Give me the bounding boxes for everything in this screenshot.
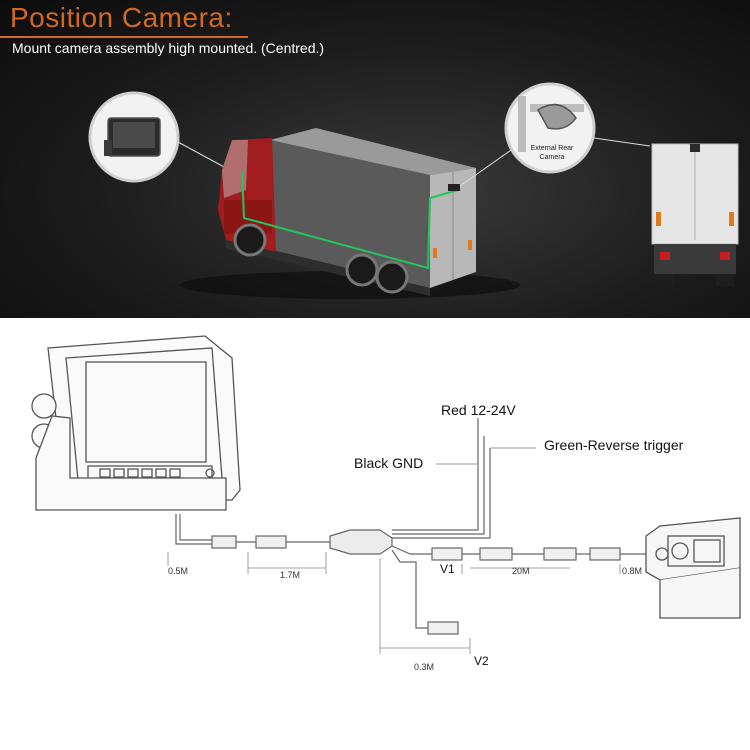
cable-run	[175, 418, 646, 635]
v1-label: V1	[440, 562, 455, 576]
dimension-label-3: 20M	[512, 566, 530, 576]
dimension-lines	[167, 552, 621, 654]
truck-rear-view	[651, 143, 739, 286]
position-camera-panel: External Rear Camera Position Camera: Mo…	[0, 0, 750, 318]
title-underline	[0, 36, 248, 38]
v2-label: V2	[474, 654, 489, 668]
red-wire-label: Red 12-24V	[441, 402, 516, 418]
page-subtitle: Mount camera assembly high mounted. (Cen…	[12, 40, 325, 56]
rear-camera-unit	[645, 517, 741, 619]
green-wire-label: Green-Reverse trigger	[544, 437, 684, 453]
truck-illustration: External Rear Camera	[88, 82, 739, 299]
wiring-diagram	[31, 335, 741, 654]
dimension-label-1: 0.5M	[168, 566, 189, 576]
camera-label-line1: External Rear	[531, 145, 574, 152]
truck-graphic	[180, 128, 520, 299]
dimension-label-5: 0.3M	[414, 662, 435, 672]
label-leaders	[436, 447, 536, 468]
camera-callout: External Rear Camera	[504, 82, 651, 174]
camera-label-line2: Camera	[540, 154, 565, 161]
dimension-label-2: 1.7M	[280, 570, 301, 580]
dimension-label-4: 0.8M	[622, 566, 643, 576]
black-wire-label: Black GND	[354, 455, 424, 471]
monitor-unit	[31, 335, 241, 511]
page-title: Position Camera:	[10, 2, 233, 33]
monitor-callout	[88, 91, 227, 183]
